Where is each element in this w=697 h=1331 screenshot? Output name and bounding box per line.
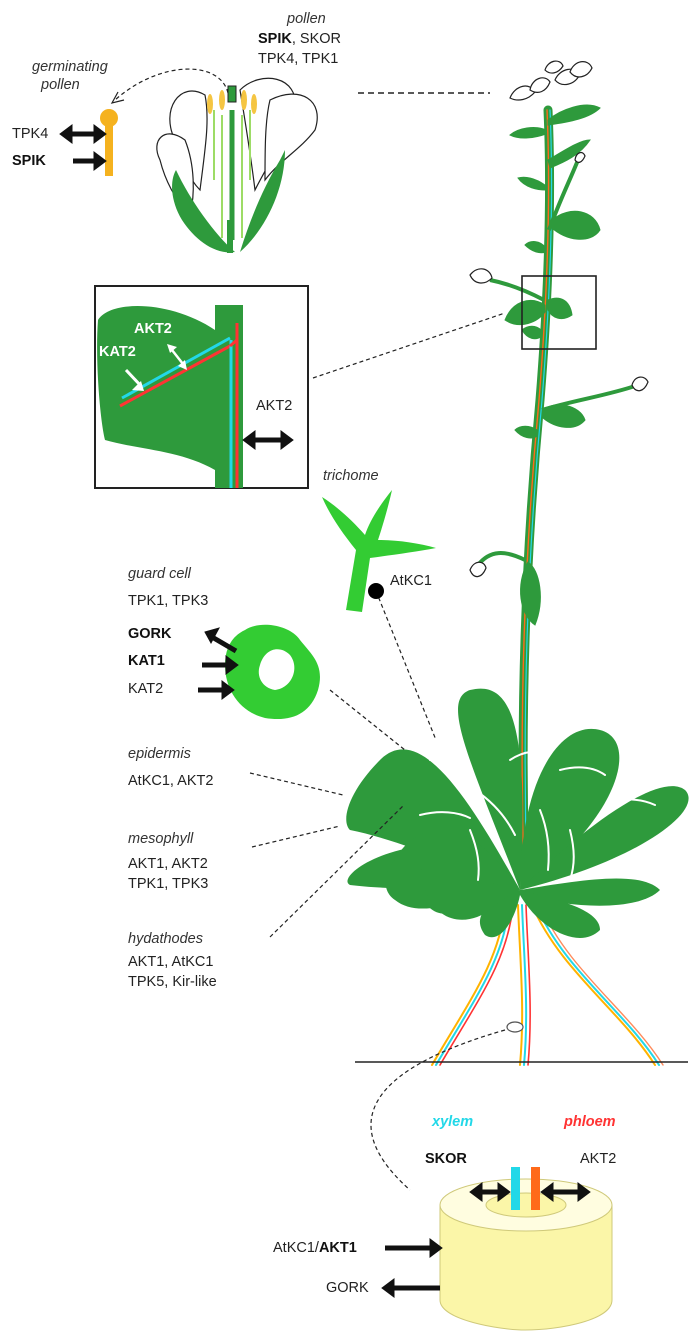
mesophyll-line2: TPK1, TPK3 <box>128 875 208 894</box>
phloem-label: phloem <box>564 1113 616 1132</box>
roots <box>432 905 663 1065</box>
spik-label: SPIK <box>12 152 46 171</box>
germinating-pollen-label-1: germinating <box>32 58 108 77</box>
root-skor-label: SKOR <box>425 1150 467 1169</box>
guard-cell-gork: GORK <box>128 625 172 644</box>
connector-inset <box>313 313 505 378</box>
xylem-label: xylem <box>432 1113 473 1132</box>
germinating-pollen-label-2: pollen <box>41 76 80 95</box>
inset-akt2-side-label: AKT2 <box>256 397 292 416</box>
rosette <box>346 689 688 938</box>
tpk4-label: TPK4 <box>12 125 48 144</box>
root-atkc1-akt1-label: AtKC1/AKT1 <box>273 1239 357 1258</box>
stem-leaves <box>478 105 638 625</box>
root-akt2-label: AKT2 <box>580 1150 616 1169</box>
guard-cell-heading: guard cell <box>128 565 191 584</box>
root-akt1: AKT1 <box>319 1240 357 1256</box>
pollen-heading: pollen <box>287 10 326 29</box>
epidermis-heading: epidermis <box>128 745 191 764</box>
pollen-spik: SPIK <box>258 31 292 47</box>
trichome <box>322 490 436 612</box>
hydathodes-line2: TPK5, Kir-like <box>128 973 217 992</box>
guard-cell-kat2: KAT2 <box>128 680 163 699</box>
pollen-line1: SPIK, SKOR <box>258 30 341 49</box>
mesophyll-line1: AKT1, AKT2 <box>128 855 208 874</box>
inset-akt2-label: AKT2 <box>134 320 172 339</box>
pollen-line2: TPK4, TPK1 <box>258 50 338 69</box>
pollen-arrows <box>60 125 106 170</box>
epidermis-line1: AtKC1, AKT2 <box>128 772 213 791</box>
guard-cell-kat1: KAT1 <box>128 652 165 671</box>
root-gork-label: GORK <box>326 1279 369 1298</box>
trichome-heading: trichome <box>323 467 379 486</box>
guard-cell-arrows <box>198 628 238 699</box>
root-atkc1: AtKC1/ <box>273 1240 319 1256</box>
guard-cell <box>225 625 320 719</box>
hydathodes-line1: AKT1, AtKC1 <box>128 953 213 972</box>
inset-kat2-label: KAT2 <box>99 343 136 362</box>
stem-inset-detail <box>95 286 308 488</box>
guard-cell-tpk: TPK1, TPK3 <box>128 592 208 611</box>
flower-detail <box>112 69 317 253</box>
root-section-marker <box>507 1022 523 1032</box>
germinating-pollen <box>100 109 118 176</box>
mesophyll-heading: mesophyll <box>128 830 193 849</box>
hydathodes-heading: hydathodes <box>128 930 203 949</box>
pollen-skor: , SKOR <box>292 31 341 47</box>
trichome-atkc1: AtKC1 <box>390 572 432 591</box>
